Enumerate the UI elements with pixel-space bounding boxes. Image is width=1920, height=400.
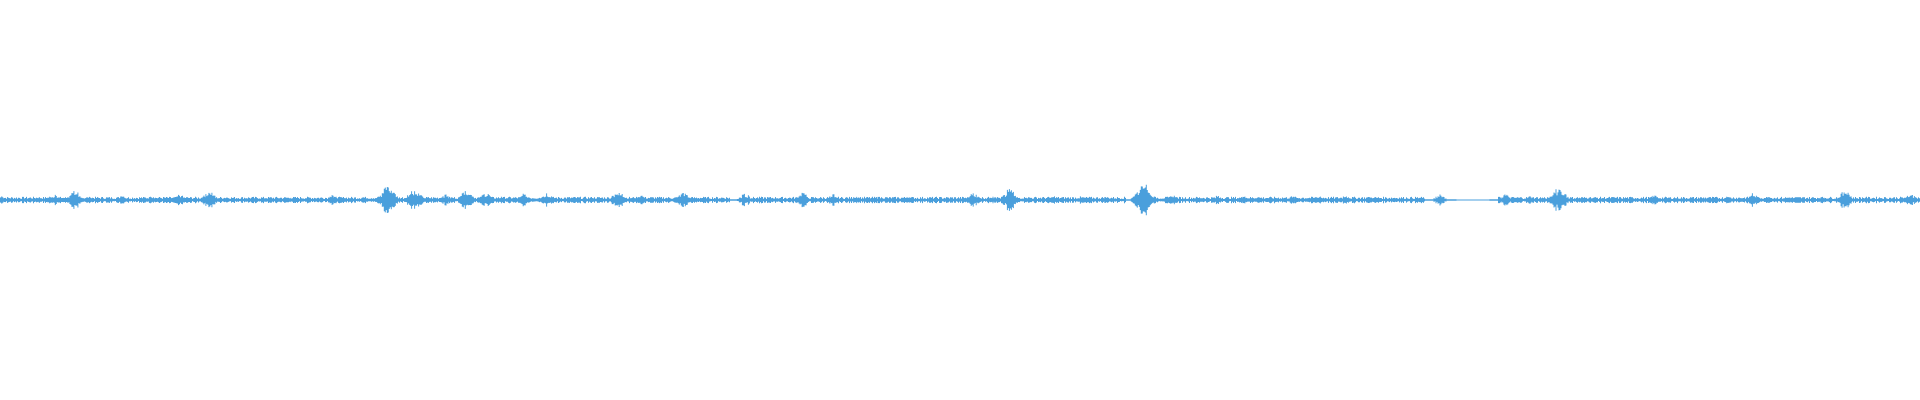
waveform-burst	[1013, 197, 1041, 203]
waveform-burst	[1536, 189, 1582, 211]
waveform-burst	[230, 198, 254, 202]
waveform-burst	[1246, 197, 1273, 203]
waveform-burst	[1066, 196, 1095, 204]
waveform-burst	[1576, 197, 1603, 203]
waveform-burst	[1776, 197, 1802, 203]
waveform-burst	[727, 193, 762, 207]
waveform-burst	[784, 192, 821, 208]
waveform-burst	[393, 191, 437, 209]
waveform-burst	[1356, 197, 1386, 203]
waveform-burst	[556, 199, 580, 201]
waveform-burst	[1663, 198, 1689, 202]
waveform-burst	[1304, 196, 1333, 204]
waveform-burst	[865, 196, 893, 204]
waveform-burst	[1383, 198, 1409, 202]
waveform-burst	[1157, 195, 1188, 205]
waveform-burst	[1489, 194, 1521, 206]
waveform-burst	[1893, 195, 1920, 205]
waveform-burst	[1040, 196, 1068, 204]
waveform-burst	[693, 197, 719, 203]
waveform-burst	[1600, 197, 1629, 203]
waveform-burst	[922, 198, 947, 202]
waveform-burst	[1202, 195, 1231, 205]
waveform-burst	[1853, 197, 1879, 203]
waveform-burst	[894, 197, 922, 203]
waveform-burst	[1092, 197, 1120, 203]
waveform-burst	[1423, 194, 1457, 206]
waveform-spikes	[0, 184, 1920, 216]
waveform-burst	[1277, 196, 1306, 204]
waveform-burst	[623, 195, 655, 205]
